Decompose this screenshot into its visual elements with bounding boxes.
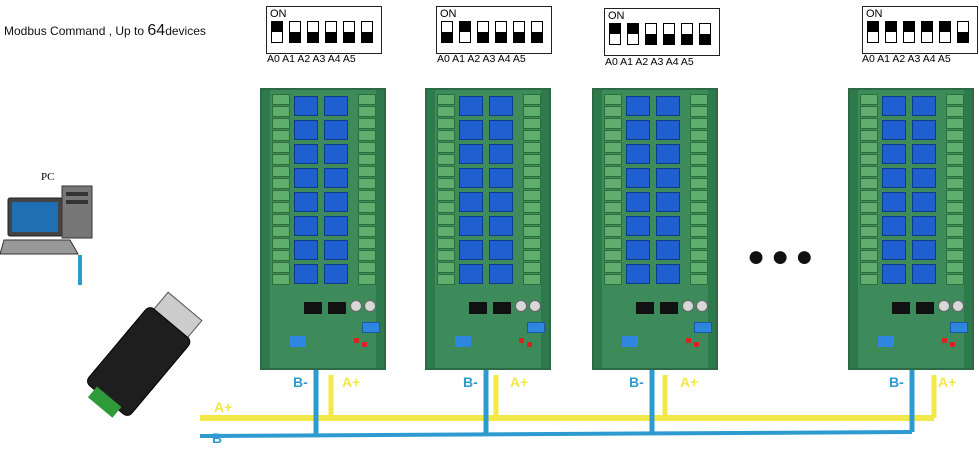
title-suffix: devices xyxy=(165,24,206,38)
address-labels: A0 A1 A2 A3 A4 A5 xyxy=(437,53,526,65)
b-minus-label: B- xyxy=(463,374,478,390)
relay-board-3 xyxy=(848,88,974,370)
b-minus-label: B- xyxy=(293,374,308,390)
dip-on-label: ON xyxy=(270,8,287,20)
pc-icon xyxy=(0,185,93,255)
dip-toggle-0 xyxy=(271,21,283,43)
a-plus-label: A+ xyxy=(938,374,957,390)
b-minus-label: B- xyxy=(889,374,904,390)
address-labels: A0 A1 A2 A3 A4 A5 xyxy=(605,56,694,68)
dip-toggle-1 xyxy=(289,21,301,43)
diagram-title: Modbus Command , Up to 64devices xyxy=(4,22,206,40)
address-labels: A0 A1 A2 A3 A4 A5 xyxy=(862,53,951,65)
b-bus-drops xyxy=(313,362,915,434)
a-plus-label: A+ xyxy=(680,374,699,390)
dip-on-label: ON xyxy=(608,10,625,22)
dip-toggle-1 xyxy=(627,23,639,45)
a-plus-label: A+ xyxy=(342,374,361,390)
dip-toggle-5 xyxy=(361,21,373,43)
relay-board-2 xyxy=(592,88,718,370)
dip-toggle-3 xyxy=(663,23,675,45)
converter-b-label: B xyxy=(212,430,223,446)
dip-toggle-2 xyxy=(477,21,489,43)
dip-toggle-4 xyxy=(939,21,951,43)
dip-toggle-0 xyxy=(441,21,453,43)
dip-toggle-2 xyxy=(903,21,915,43)
dip-toggle-3 xyxy=(495,21,507,43)
title-number: 64 xyxy=(147,22,166,39)
dip-toggle-2 xyxy=(307,21,319,43)
dip-switch-0: ON xyxy=(266,6,382,54)
relay-board-1 xyxy=(425,88,551,370)
dip-on-label: ON xyxy=(866,8,883,20)
relay-board-0 xyxy=(260,88,386,370)
dip-on-label: ON xyxy=(440,8,457,20)
dip-toggle-4 xyxy=(681,23,693,45)
converter-a-label: A+ xyxy=(214,399,233,415)
a-bus-drops xyxy=(328,375,937,418)
a-plus-label: A+ xyxy=(510,374,529,390)
b-minus-label: B- xyxy=(629,374,644,390)
dip-switch-1: ON xyxy=(436,6,552,54)
dip-toggle-3 xyxy=(921,21,933,43)
dip-toggle-5 xyxy=(531,21,543,43)
address-labels: A0 A1 A2 A3 A4 A5 xyxy=(267,53,356,65)
dip-toggle-5 xyxy=(699,23,711,45)
dip-switch-3: ON xyxy=(862,6,978,54)
ellipsis-icon: ●●● xyxy=(747,240,820,273)
dip-toggle-1 xyxy=(459,21,471,43)
usb-rs485-converter-icon xyxy=(87,291,203,418)
dip-toggle-0 xyxy=(867,21,879,43)
dip-toggle-4 xyxy=(343,21,355,43)
dip-switch-2: ON xyxy=(604,8,720,56)
pc-label: PC xyxy=(41,171,55,183)
dip-toggle-2 xyxy=(645,23,657,45)
dip-toggle-1 xyxy=(885,21,897,43)
dip-toggle-5 xyxy=(957,21,969,43)
b-bus-line xyxy=(199,430,913,438)
dip-toggle-4 xyxy=(513,21,525,43)
dip-toggle-3 xyxy=(325,21,337,43)
dip-toggle-0 xyxy=(609,23,621,45)
title-prefix: Modbus Command , Up to xyxy=(4,24,148,38)
